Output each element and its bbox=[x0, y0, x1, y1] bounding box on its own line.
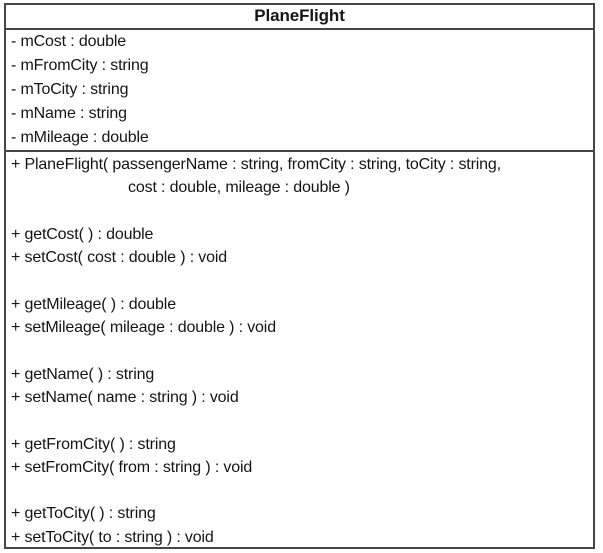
spacer-line bbox=[11, 339, 588, 362]
attribute-item: - mFromCity : string bbox=[11, 57, 149, 74]
attribute-item: - mName : string bbox=[11, 105, 127, 122]
method-line: + setCost( cost : double ) : void bbox=[11, 249, 228, 267]
method-line: + setFromCity( from : string ) : void bbox=[11, 458, 253, 476]
uml-class-box: PlaneFlight - mCost : double - mFromCity … bbox=[4, 3, 595, 549]
method-line: + setMileage( mileage : double ) : void bbox=[11, 319, 276, 337]
method-line: cost : double, mileage : double ) bbox=[128, 179, 350, 197]
method-line: + getCost( ) : double bbox=[11, 225, 154, 243]
spacer-line bbox=[11, 269, 588, 292]
attribute-item: - mCost : double bbox=[11, 33, 126, 50]
method-line: + getName( ) : string bbox=[11, 365, 155, 383]
attributes-compartment: - mCost : double - mFromCity : string - mT… bbox=[6, 30, 593, 152]
spacer-line bbox=[11, 479, 588, 502]
spacer-line bbox=[11, 200, 588, 223]
method-line: + getToCity( ) : string bbox=[11, 505, 156, 523]
method-line: + PlaneFlight( passengerName : string, f… bbox=[11, 156, 501, 173]
attribute-item: - mMileage : double bbox=[11, 129, 149, 146]
method-line: + setName( name : string ) : void bbox=[11, 388, 239, 406]
method-line: + getFromCity( ) : string bbox=[11, 435, 176, 453]
method-line: + setToCity( to : string ) : void bbox=[11, 528, 214, 546]
attribute-item: - mToCity : string bbox=[11, 81, 129, 98]
spacer-line bbox=[11, 409, 588, 432]
methods-compartment: + PlaneFlight( passengerName : string, f… bbox=[6, 152, 593, 549]
method-line: + getMileage( ) : double bbox=[11, 295, 176, 313]
class-name-title: PlaneFlight bbox=[6, 5, 593, 30]
